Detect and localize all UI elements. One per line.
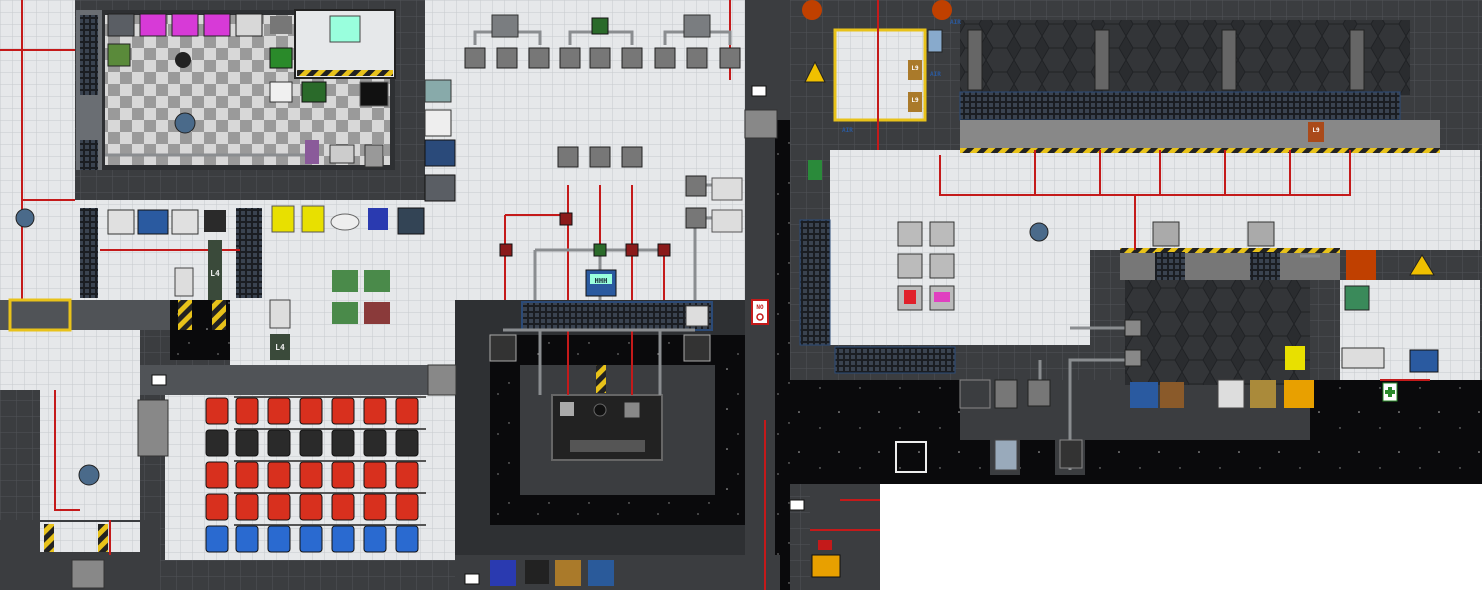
locker-label: L4 [275,343,285,352]
suit-locker[interactable] [395,461,419,489]
no-smoking-icon [756,313,764,321]
wall [0,300,170,330]
hazard-stripe [44,524,54,552]
suit-locker[interactable] [267,493,291,521]
cafeteria-items[interactable] [808,160,1275,311]
suit-locker[interactable] [363,461,387,489]
shelf [234,396,426,398]
suit-locker[interactable] [267,429,291,457]
suit-locker[interactable] [267,397,291,425]
suit-locker[interactable] [395,493,419,521]
wall [140,365,455,395]
hazard-stripe [596,365,606,393]
atmos-room [425,0,745,300]
suit-locker[interactable] [363,525,387,553]
locker-label: L9 [911,65,919,72]
floor-s-light [40,522,140,552]
suit-locker[interactable] [299,525,323,553]
office-booth [294,9,396,79]
suit-locker[interactable] [299,493,323,521]
hazard-stripe [98,524,108,552]
map-canvas-right[interactable]: AIR AIR AIR L9 L9 L9 [790,0,1482,484]
suit-locker[interactable] [395,397,419,425]
atmos-machinery[interactable]: HHH [464,14,743,419]
window [1155,252,1185,280]
air-label: AIR [950,19,961,26]
office-consoles[interactable] [107,13,456,202]
window-grate [80,140,98,170]
suit-locker[interactable] [235,525,259,553]
chambers-top [960,20,1410,95]
locker-label: L9 [1312,127,1320,134]
machine-row [960,120,1440,150]
shelf [234,428,426,430]
hazard-stripe [212,300,226,330]
air-label: AIR [930,71,941,78]
suit-locker[interactable] [363,493,387,521]
hazard-stripe [960,148,1440,153]
console-screen-label: HHH [595,277,608,285]
suit-locker[interactable] [235,461,259,489]
suit-locker[interactable] [299,397,323,425]
suit-locker[interactable] [299,429,323,457]
map-viewport-right[interactable]: AIR AIR AIR L9 L9 L9 [790,0,1482,484]
cafeteria [830,250,1090,345]
storage-items[interactable]: L4 L4 [8,205,425,360]
suit-locker[interactable] [331,525,355,553]
suit-locker[interactable] [331,397,355,425]
window [834,346,956,374]
suit-locker[interactable] [205,525,229,553]
medbay-items[interactable] [1341,285,1439,402]
suit-locker[interactable] [331,429,355,457]
window-bank [521,301,713,331]
chamber-pillars [967,29,1365,91]
suit-locker[interactable] [363,397,387,425]
suit-locker[interactable] [235,429,259,457]
suit-locker[interactable] [363,429,387,457]
suit-locker[interactable] [205,493,229,521]
suit-locker[interactable] [267,461,291,489]
window [1250,252,1280,280]
shelf [234,460,426,462]
locker-label: L9 [911,97,919,104]
map-canvas-left[interactable]: HHH [0,0,880,590]
corridor-west [0,0,75,300]
hazard-stripe [178,300,192,330]
suit-locker[interactable] [235,397,259,425]
suit-locker[interactable] [331,493,355,521]
suit-locker[interactable] [299,461,323,489]
suit-locker[interactable] [331,461,355,489]
suit-locker[interactable] [395,429,419,457]
chamber-lower [1125,265,1310,385]
no-sign-label: NO [756,304,764,311]
room-sw [40,390,140,520]
hazard-stripe [1120,248,1340,253]
window-grate [236,208,262,298]
suit-locker[interactable] [205,461,229,489]
misc-props [71,85,841,589]
hazard-stripe [297,70,393,76]
window-grate [80,15,98,95]
shelf [234,524,426,526]
engine-machinery[interactable] [959,319,1314,471]
window-row [959,91,1401,121]
window-grate [80,208,98,298]
suit-locker[interactable] [205,397,229,425]
signs [802,0,1435,280]
engine-vent [570,440,645,452]
locker-label: L4 [210,269,220,278]
suit-locker[interactable] [395,525,419,553]
selection-box[interactable] [895,441,927,473]
red-pipes [877,0,1430,381]
shelf [234,492,426,494]
suit-locker[interactable] [205,429,229,457]
room-sw-top [0,330,140,390]
window [799,219,831,346]
suit-locker[interactable] [235,493,259,521]
space-edge [775,120,790,590]
suit-locker[interactable] [267,525,291,553]
air-label: AIR [842,127,853,134]
suit-lockers[interactable] [205,396,426,553]
map-viewport-left[interactable]: HHH [0,0,880,590]
